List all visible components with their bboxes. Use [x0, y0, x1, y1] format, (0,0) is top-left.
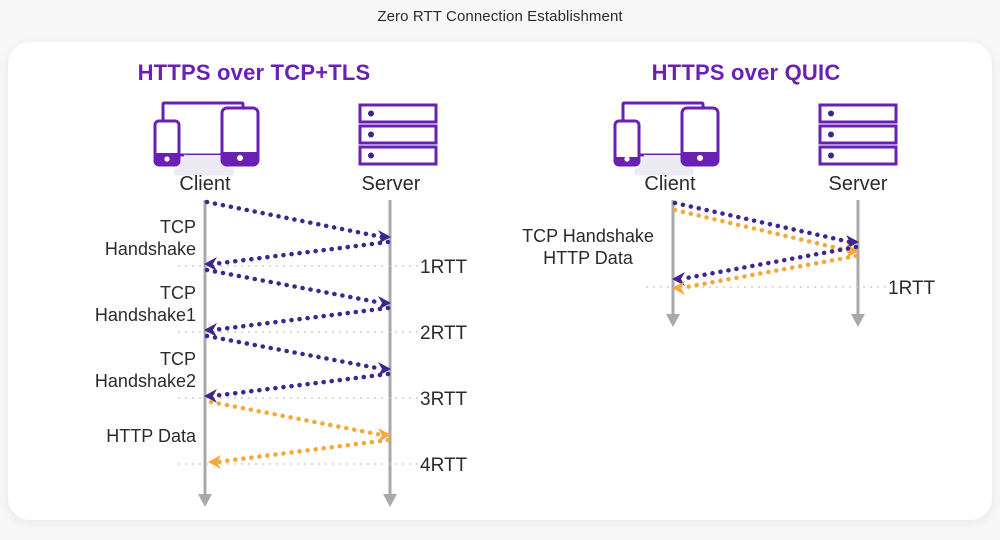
- message-arrows-requests: [672, 200, 853, 254]
- lifelines: [203, 200, 392, 497]
- server-rack-icon: [358, 103, 438, 166]
- step-label-line: TCP: [160, 217, 196, 237]
- arrow-http-data-response: [678, 253, 859, 291]
- step-label-line: TCP: [160, 283, 196, 303]
- step-label-line: Handshake2: [95, 371, 196, 391]
- client-devices-icon: [153, 101, 260, 176]
- message-arrows-purple: [204, 199, 391, 399]
- client-label: Client: [644, 173, 696, 195]
- panel-title-quic: HTTPS over QUIC: [651, 60, 841, 85]
- rtt-marker: 1RTT: [888, 278, 936, 299]
- diagram-card: HTTPS over TCP+TLS: [8, 42, 992, 520]
- rtt-marker: 2RTT: [420, 323, 468, 344]
- server-label: Server: [362, 173, 421, 195]
- arrow-tcp-handshake-response: [678, 244, 859, 282]
- rtt-guide-lines: [178, 265, 418, 465]
- rtt-marker: 1RTT: [420, 257, 468, 278]
- node-labels-tcp-tls: Client Server: [179, 173, 420, 195]
- message-arrows-orange: [208, 399, 391, 465]
- rtt-markers-quic: 1RTT: [888, 278, 936, 299]
- rtt-marker: 3RTT: [420, 389, 468, 410]
- message-arrowheads-purple: [204, 230, 391, 403]
- lifelines: [671, 200, 860, 317]
- step-label-line: HTTP Data: [106, 426, 197, 446]
- panel-title-tcp-tls: HTTPS over TCP+TLS: [137, 60, 371, 85]
- sequence-diagram-quic: TCP Handshake HTTP Data 1RTT Client Serv…: [522, 101, 936, 327]
- rtt-marker: 4RTT: [420, 455, 468, 476]
- panel-https-over-tcp-tls: HTTPS over TCP+TLS: [8, 42, 500, 520]
- server-rack-icon: [818, 103, 898, 166]
- client-devices-icon: [613, 101, 720, 176]
- arrow-tcp-handshake-request: [672, 200, 853, 245]
- arrow-http-data-request: [672, 207, 853, 254]
- message-arrows-responses: [678, 244, 859, 291]
- message-arrowheads-orange: [208, 428, 391, 469]
- step-label-line: TCP: [160, 349, 196, 369]
- step-label-line: TCP Handshake: [522, 226, 654, 246]
- page-title: Zero RTT Connection Establishment: [377, 8, 623, 25]
- step-labels-tcp-tls: TCP Handshake TCP Handshake1 TCP Handsha…: [95, 217, 197, 446]
- step-label-line: HTTP Data: [543, 248, 634, 268]
- step-label-line: Handshake1: [95, 305, 196, 325]
- step-labels-quic: TCP Handshake HTTP Data: [522, 226, 654, 268]
- message-arrowheads-responses: [672, 272, 685, 295]
- lifeline-arrowheads: [198, 494, 397, 507]
- client-label: Client: [179, 173, 231, 195]
- sequence-diagram-tcp-tls: TCP Handshake TCP Handshake1 TCP Handsha…: [95, 101, 468, 507]
- step-label-line: Handshake: [105, 239, 196, 259]
- server-label: Server: [829, 173, 888, 195]
- node-labels-quic: Client Server: [644, 173, 887, 195]
- panel-https-over-quic: HTTPS over QUIC: [500, 42, 992, 520]
- rtt-markers-tcp-tls: 1RTT 2RTT 3RTT 4RTT: [420, 257, 468, 476]
- lifeline-arrowheads: [666, 314, 865, 327]
